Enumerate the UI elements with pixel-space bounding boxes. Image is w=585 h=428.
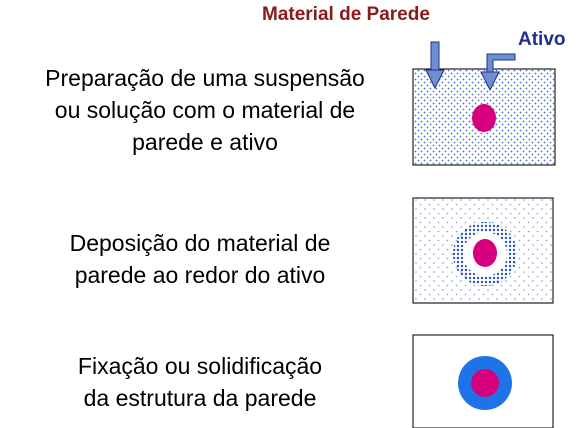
step-1-line-1: Preparação de uma suspensão — [45, 65, 365, 91]
solidified-box — [412, 334, 554, 428]
active-core-1 — [472, 104, 496, 132]
step-3-line-2: da estrutura da parede — [83, 385, 317, 411]
step-3-line-1: Fixação ou solidificação — [77, 353, 323, 379]
active-arrow — [480, 53, 516, 92]
wall-material-arrow — [425, 41, 445, 90]
step-3-text: Fixação ou solidificação da estrutura da… — [0, 350, 400, 414]
active-label: Ativo — [518, 29, 566, 50]
step-2-line-2: parede ao redor do ativo — [74, 262, 326, 288]
step-1-line-3: parede e ativo — [132, 129, 278, 155]
active-core-3 — [471, 369, 499, 397]
step-1-line-2: ou solução com o material de — [54, 97, 356, 123]
wall-material-label: Material de Parede — [262, 4, 430, 25]
active-core-2 — [473, 239, 497, 267]
step-1-text: Preparação de uma suspensão ou solução c… — [0, 62, 410, 158]
step-2-text: Deposição do material de parede ao redor… — [0, 227, 400, 291]
deposition-box — [412, 197, 554, 304]
wall-deposit-ring — [453, 222, 517, 286]
step-2-line-1: Deposição do material de — [69, 230, 331, 256]
